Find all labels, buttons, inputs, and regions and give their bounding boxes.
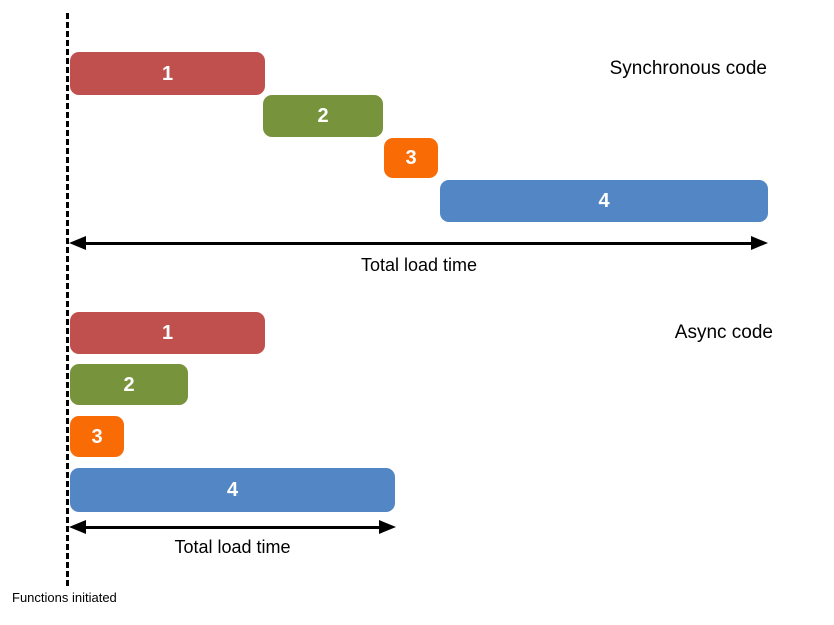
- async-bar-3-label: 3: [91, 425, 103, 448]
- functions-initiated-line: [66, 13, 69, 586]
- sync-bar-1-label: 1: [161, 62, 174, 85]
- arrow-shaft: [86, 241, 751, 245]
- async-bar-1: 1: [70, 312, 265, 354]
- sync-total-load-time-label: Total load time: [360, 255, 478, 275]
- async-bar-3: 3: [70, 416, 124, 457]
- async-bar-2: 2: [70, 364, 188, 405]
- async-total-load-time-arrow: [69, 519, 396, 535]
- async-total-load-time-label: Total load time: [174, 537, 291, 557]
- async-bar-2-label: 2: [123, 373, 135, 396]
- sync-total-load-time-arrow: [69, 235, 768, 251]
- sync-bar-4: 4: [440, 180, 768, 222]
- arrow-left-head-icon: [69, 520, 86, 534]
- arrow-right-head-icon: [379, 520, 396, 534]
- sync-bar-2-label: 2: [317, 105, 329, 127]
- async-bar-4-label: 4: [226, 479, 239, 501]
- arrow-right-head-icon: [751, 236, 768, 250]
- sync-bar-3-label: 3: [405, 147, 417, 169]
- async-bar-4: 4: [70, 468, 395, 512]
- async-bar-1-label: 1: [161, 322, 174, 344]
- sync-section-title: Synchronous code: [609, 58, 767, 79]
- arrow-shaft: [86, 525, 379, 529]
- sync-bar-1: 1: [70, 52, 265, 95]
- arrow-left-head-icon: [69, 236, 86, 250]
- functions-initiated-label: Functions initiated: [12, 590, 117, 605]
- async-section-title: Async code: [674, 322, 773, 343]
- sync-bar-3: 3: [384, 138, 438, 178]
- sync-bar-2: 2: [263, 95, 383, 137]
- sync-bar-4-label: 4: [598, 190, 610, 212]
